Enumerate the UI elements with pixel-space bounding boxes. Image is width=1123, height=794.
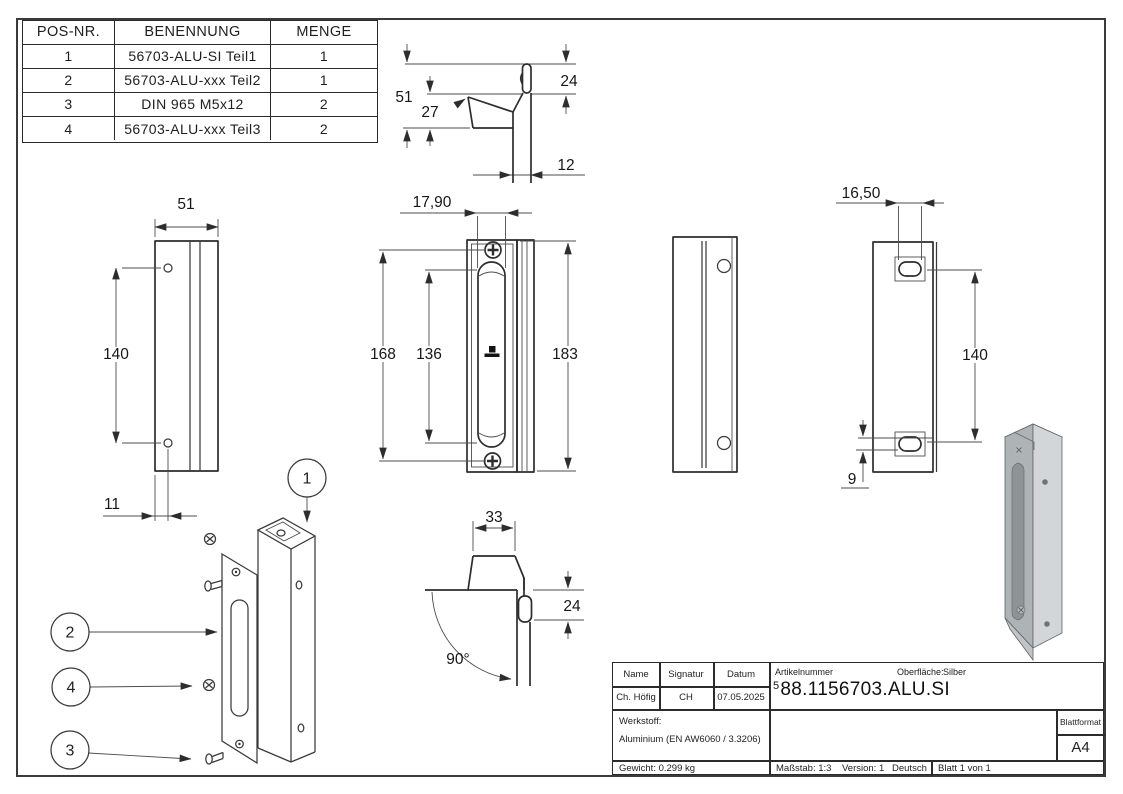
col-header-pos: POS-NR. xyxy=(23,21,115,45)
hole xyxy=(716,435,732,451)
language-value: Deutsch xyxy=(892,763,927,774)
dim-label: 11 xyxy=(104,496,120,513)
surface-label: Oberfläche: xyxy=(897,667,944,677)
view-top-section: 51 27 24 12 xyxy=(395,44,585,183)
name-value: Ch. Höfig xyxy=(616,692,656,703)
view-side-left: 51 140 11 xyxy=(102,196,219,521)
dim-label: 24 xyxy=(563,598,581,615)
body-outline xyxy=(154,240,219,472)
signature-label: Signatur xyxy=(668,669,704,680)
table-cell: 56703-ALU-xxx Teil2 xyxy=(115,68,271,93)
sheet-format-label: Blattformat xyxy=(1059,716,1102,727)
article-number-prefix: 5 xyxy=(773,680,780,692)
table-cell: 56703-ALU-SI Teil1 xyxy=(115,44,271,69)
dim-label: 24 xyxy=(560,73,578,90)
dim-label: 183 xyxy=(552,346,578,363)
brand-logo-mark xyxy=(484,346,500,357)
scale-value: Maßstab: 1:3 xyxy=(776,763,832,774)
view-3d-render xyxy=(1004,423,1063,662)
view-front: 17,90 168 136 183 xyxy=(369,194,581,473)
dim-label: 27 xyxy=(421,104,438,121)
screw-icon xyxy=(204,579,223,592)
table-cell: 1 xyxy=(271,45,377,69)
mount-slot-bottom xyxy=(898,436,922,452)
view-side-plain xyxy=(672,236,738,473)
svg-text:4: 4 xyxy=(67,680,76,697)
dim-label: 140 xyxy=(962,347,988,364)
exploded-body xyxy=(256,517,317,763)
view-bottom-section: 33 24 90° xyxy=(425,509,584,686)
profile-tab xyxy=(521,63,532,94)
profile-tab xyxy=(517,595,533,623)
article-number-label: Artikelnummer xyxy=(775,667,834,677)
table-cell: 2 xyxy=(271,93,377,117)
table-cell: 2 xyxy=(23,68,115,93)
mount-slot-top xyxy=(898,261,922,277)
dim-label: 168 xyxy=(370,346,396,363)
hole xyxy=(163,263,173,273)
balloon-1: 1 xyxy=(287,458,327,498)
version-value: Version: 1 xyxy=(842,763,885,774)
dim-label: 16,50 xyxy=(842,185,881,202)
material-value: Aluminium (EN AW6060 / 3.3206) xyxy=(619,734,761,745)
screw-icon xyxy=(202,678,216,692)
article-number: 588.1156703.ALU.SI xyxy=(773,679,950,700)
svg-text:2: 2 xyxy=(66,625,75,642)
exploded-plate xyxy=(221,552,258,765)
screw-icon xyxy=(203,532,217,546)
table-cell: 3 xyxy=(23,92,115,117)
grip-recess xyxy=(1011,462,1025,621)
dim-label: 9 xyxy=(848,471,857,488)
hole xyxy=(1042,479,1048,485)
dim-label: 136 xyxy=(416,346,442,363)
col-header-name: BENENNUNG xyxy=(115,21,271,45)
hole xyxy=(1044,621,1050,627)
dim-label: 51 xyxy=(395,89,412,106)
hole xyxy=(295,580,303,590)
table-cell: 2 xyxy=(319,120,329,137)
hole xyxy=(716,258,732,274)
dim-label: 140 xyxy=(103,346,129,363)
dim-label: 17,90 xyxy=(413,194,452,211)
table-cell: 1 xyxy=(271,69,377,93)
table-cell: 4 xyxy=(23,116,115,141)
svg-text:1: 1 xyxy=(303,471,312,488)
hole xyxy=(163,438,173,448)
sheet-number: Blatt 1 von 1 xyxy=(938,763,991,774)
dim-label: 90° xyxy=(446,651,469,668)
grip-slot xyxy=(477,261,506,448)
date-label: Datum xyxy=(727,669,755,680)
sheet-frame xyxy=(16,18,1106,777)
svg-text:3: 3 xyxy=(66,743,75,760)
balloon-4: 4 xyxy=(51,667,91,707)
hole xyxy=(297,723,305,733)
weight-value: Gewicht: 0.299 kg xyxy=(619,763,696,774)
col-header-qty: MENGE xyxy=(271,21,377,45)
dim-label: 12 xyxy=(557,157,574,174)
material-label: Werkstoff: xyxy=(619,716,662,727)
screw-icon xyxy=(205,751,224,765)
view-back: 16,50 140 9 xyxy=(836,185,989,489)
dim-label: 33 xyxy=(485,509,502,526)
date-value: 07.05.2025 xyxy=(717,692,765,703)
surface-value: Silber xyxy=(943,667,967,677)
title-block: Name Signatur Datum Ch. Höfig CH 07.05.2… xyxy=(612,662,1105,776)
balloon-2: 2 xyxy=(50,612,90,652)
signature-value: CH xyxy=(679,692,693,703)
sheet-format-value: A4 xyxy=(1071,738,1090,756)
view-exploded: 1 2 4 3 xyxy=(50,458,327,770)
table-cell: DIN 965 M5x12 xyxy=(115,92,271,117)
table-cell: 56703-ALU-xxx Teil3 xyxy=(115,116,271,141)
name-label: Name xyxy=(623,669,649,680)
balloon-3: 3 xyxy=(50,730,90,770)
dim-label: 51 xyxy=(177,196,194,213)
table-cell: 1 xyxy=(23,44,115,69)
parts-list-table: POS-NR. BENENNUNG MENGE 1 56703-ALU-SI T… xyxy=(22,20,378,143)
